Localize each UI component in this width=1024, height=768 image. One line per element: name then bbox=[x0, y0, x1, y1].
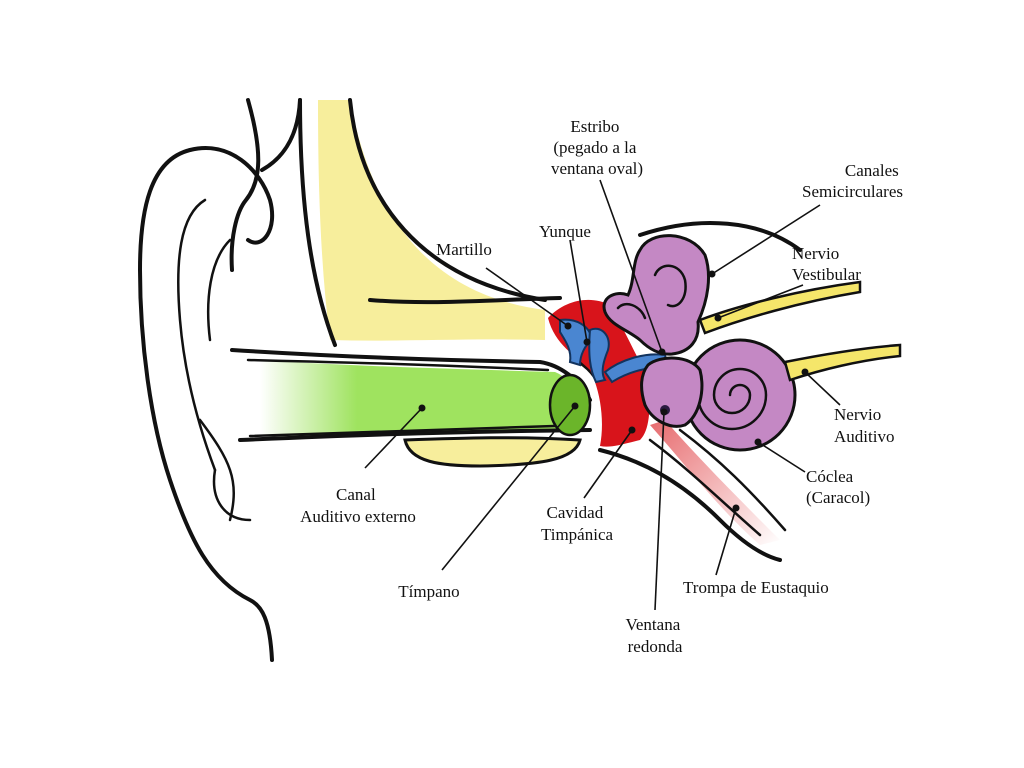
label-timpano: Tímpano bbox=[398, 582, 459, 601]
label-nervio-auditivo: Nervio Auditivo bbox=[834, 405, 894, 446]
vestibule bbox=[640, 356, 704, 428]
label-trompa-de-eustaquio: Trompa de Eustaquio bbox=[683, 578, 829, 597]
vestibular-nerve bbox=[698, 280, 862, 335]
temporal-bone-lower bbox=[403, 436, 582, 468]
leader-lines bbox=[364, 179, 841, 611]
incus bbox=[588, 327, 610, 384]
malleus bbox=[559, 318, 594, 367]
inner-ear bbox=[602, 234, 797, 452]
temporal-bone-upper bbox=[318, 100, 545, 341]
tympanic-membrane bbox=[548, 373, 592, 437]
eustachian-tube bbox=[650, 420, 780, 545]
label-cavidad-timpanica: Cavidad Timpánica bbox=[541, 503, 614, 544]
label-canales-semicirculares: Canales Semicirculares bbox=[802, 161, 903, 201]
label-yunque: Yunque bbox=[539, 222, 591, 241]
label-coclea: Cóclea (Caracol) bbox=[806, 467, 870, 507]
cochlear-nerve bbox=[783, 343, 902, 382]
label-nervio-vestibular: Nervio Vestibular bbox=[792, 244, 861, 284]
label-estribo: Estribo (pegado a la ventana oval) bbox=[551, 117, 643, 178]
label-martillo: Martillo bbox=[436, 240, 492, 259]
label-ventana-redonda: Ventana redonda bbox=[625, 615, 684, 656]
ossicles bbox=[559, 318, 670, 384]
label-canal-auditivo-externo: Canal Auditivo externo bbox=[300, 485, 416, 526]
external-auditory-canal bbox=[260, 360, 584, 440]
